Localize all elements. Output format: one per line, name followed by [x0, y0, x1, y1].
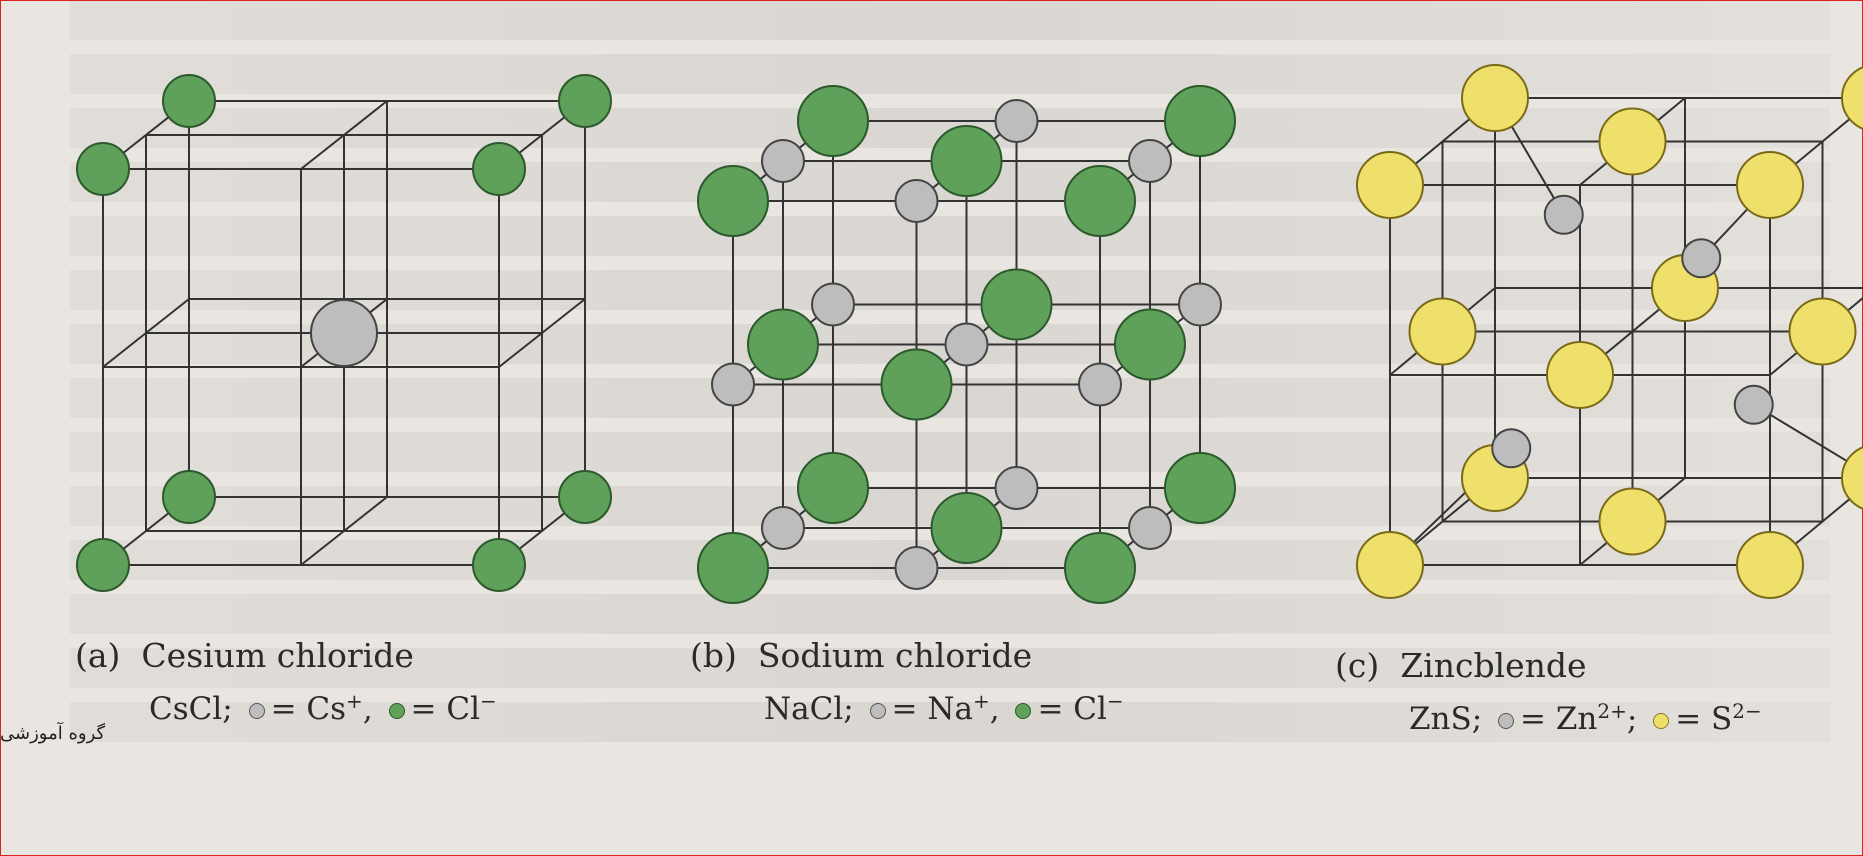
sulfide-ion [1598, 487, 1667, 556]
chloride-ion [162, 470, 216, 524]
zinc-ion [1543, 194, 1584, 235]
caption-a-ion2-charge: − [480, 689, 497, 713]
sodium-ion [1078, 362, 1122, 407]
caption-b-ion1: = Na [891, 691, 973, 728]
sodium-ion [761, 139, 805, 183]
chloride-ion [1064, 532, 1136, 604]
sulfide-ion [1841, 446, 1863, 510]
sodium-ion [994, 99, 1039, 143]
caption-b-ion2: = Cl [1037, 691, 1107, 728]
chloride-ion [1064, 165, 1136, 237]
chloride-ion [980, 268, 1053, 341]
sulfide-ion [1736, 531, 1804, 599]
zinc-ion [1733, 384, 1774, 425]
caption-a-ion1-charge: + [346, 689, 363, 713]
caption-b: (b) Sodium chloride NaCl; = Na+, = Cl− [690, 636, 1124, 728]
caption-c-title: Zincblende [1400, 646, 1587, 685]
caption-a-letter: (a) [75, 636, 121, 675]
caption-b-letter: (b) [690, 636, 737, 675]
chloride-ion [747, 308, 819, 381]
chloride-ion [162, 74, 216, 128]
sodium-ion [944, 322, 989, 367]
sodium-ion [761, 506, 805, 550]
sulfide-ion [1408, 297, 1477, 366]
zn-ion-swatch [1498, 712, 1515, 729]
chloride-ion [697, 532, 769, 604]
cl-ion-swatch [1015, 702, 1032, 719]
sulfide-ion [1356, 151, 1424, 219]
caption-b-ion1-charge: + [972, 689, 990, 713]
chloride-ion [76, 538, 130, 592]
sodium-ion [894, 546, 939, 590]
chloride-ion [797, 452, 869, 524]
chloride-ion [558, 74, 612, 128]
cscl-edge [300, 100, 388, 170]
caption-a-title: Cesium chloride [141, 636, 414, 675]
sulfide-ion [1788, 297, 1857, 366]
watermark-text: گروه آموزشی [0, 723, 106, 744]
caption-a-ion2: = Cl [410, 691, 480, 728]
sodium-ion [1128, 506, 1172, 550]
caption-a-ion1: = Cs [270, 691, 347, 728]
caption-c-ion1: = Zn [1520, 701, 1598, 738]
sodium-ion [994, 466, 1039, 510]
zinc-ion [1491, 428, 1532, 469]
sodium-ion [711, 362, 755, 407]
sulfide-ion [1461, 64, 1529, 132]
chloride-ion [697, 165, 769, 237]
caption-c-formula: ZnS; [1409, 701, 1483, 738]
sulfide-ion [1736, 151, 1804, 219]
zinc-ion [1681, 238, 1722, 279]
sodium-ion [1128, 139, 1172, 183]
na-ion-swatch [869, 702, 886, 719]
s-ion-swatch [1653, 712, 1670, 729]
caption-b-formula: NaCl; [764, 691, 854, 728]
cscl-edge [102, 298, 190, 368]
chloride-ion [472, 142, 526, 196]
caption-c-ion2: = S [1675, 701, 1733, 738]
chloride-ion [880, 348, 953, 421]
cs-ion-swatch [248, 702, 265, 719]
sodium-ion [1178, 282, 1222, 327]
sulfide-ion [1598, 107, 1667, 176]
chloride-ion [797, 85, 869, 157]
chloride-ion [558, 470, 612, 524]
chloride-ion [930, 492, 1003, 564]
chloride-ion [76, 142, 130, 196]
chloride-ion [472, 538, 526, 592]
cesium-ion [310, 299, 378, 367]
sodium-ion [811, 282, 855, 327]
cl-ion-swatch [388, 702, 405, 719]
chloride-ion [1164, 85, 1236, 157]
sodium-ion [894, 179, 939, 223]
caption-b-title: Sodium chloride [757, 636, 1033, 675]
caption-c-ion2-charge: 2− [1732, 699, 1762, 723]
sulfide-ion [1356, 531, 1424, 599]
sulfide-ion [1546, 341, 1614, 409]
cscl-edge [300, 496, 388, 566]
caption-a: (a) Cesium chloride CsCl; = Cs+, = Cl− [75, 636, 497, 728]
caption-c-letter: (c) [1335, 646, 1380, 685]
cscl-edge [498, 298, 586, 368]
caption-a-formula: CsCl; [149, 691, 233, 728]
chloride-ion [1114, 308, 1186, 381]
sulfide-ion [1841, 66, 1863, 130]
chloride-ion [930, 125, 1003, 197]
caption-b-ion2-charge: − [1106, 689, 1124, 713]
chloride-ion [1164, 452, 1236, 524]
caption-c-ion1-charge: 2+ [1597, 699, 1627, 723]
caption-c: (c) Zincblende ZnS; = Zn2+; = S2− [1335, 646, 1762, 738]
